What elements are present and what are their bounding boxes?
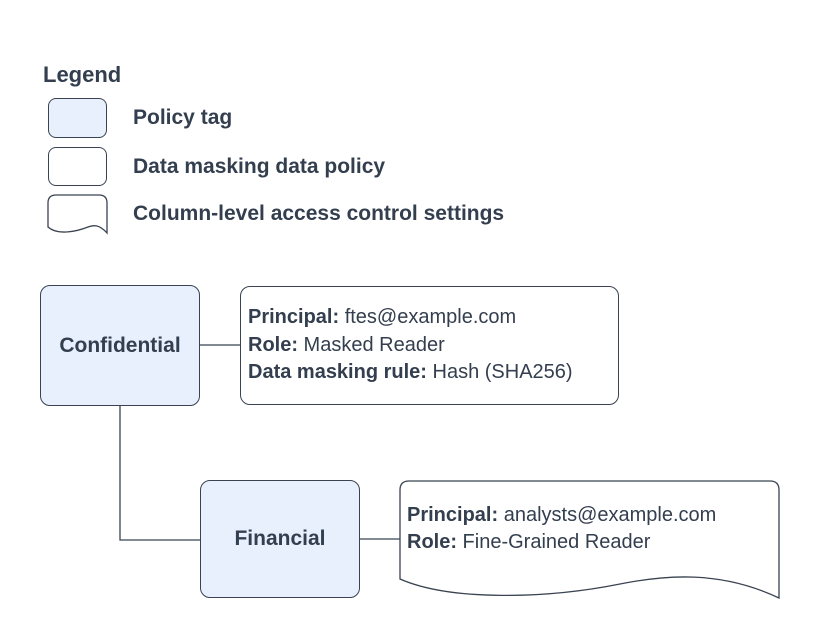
access-settings-principal-value: analysts@example.com (498, 504, 717, 526)
legend-label-data-masking-policy: Data masking data policy (133, 155, 386, 178)
legend-label-column-access-settings: Column-level access control settings (133, 202, 505, 225)
masking-policy-role-value: Masked Reader (298, 333, 445, 356)
masking-policy-rule-line: Data masking rule: Hash (SHA256) (248, 359, 618, 387)
masking-policy-principal-name: Principal: (248, 306, 340, 329)
access-settings-principal-line: Principal: analysts@example.com (407, 502, 775, 529)
access-settings-principal-name: Principal: (407, 504, 499, 526)
policy-tag-financial: Financial (200, 480, 360, 598)
masking-policy-rule-name: Data masking rule: (248, 361, 427, 384)
masking-policy-principal-value: ftes@example.com (339, 306, 517, 329)
column-access-document-swatch (47, 194, 108, 235)
access-settings-role-name: Role: (407, 531, 457, 553)
masking-policy-role-name: Role: (248, 333, 298, 356)
connector-confidential-to-financial (119, 406, 200, 541)
access-settings-role-line: Role: Fine-Grained Reader (407, 529, 775, 556)
masking-policy-role-line: Role: Masked Reader (248, 332, 618, 360)
access-settings-role-value: Fine-Grained Reader (457, 531, 651, 553)
data-masking-policy-swatch (48, 147, 107, 186)
data-masking-policy-box: Principal: ftes@example.com Role: Masked… (240, 286, 619, 405)
access-settings-text: Principal: analysts@example.com Role: Fi… (400, 482, 775, 576)
masking-policy-principal-line: Principal: ftes@example.com (248, 304, 618, 332)
legend-title: Legend (43, 62, 122, 87)
policy-tag-confidential: Confidential (40, 285, 200, 406)
legend-label-policy-tag: Policy tag (133, 106, 233, 129)
policy-tag-confidential-label: Confidential (59, 333, 181, 357)
policy-tag-financial-label: Financial (234, 527, 326, 550)
masking-policy-rule-value: Hash (SHA256) (426, 361, 573, 384)
policy-tag-swatch (48, 98, 107, 138)
